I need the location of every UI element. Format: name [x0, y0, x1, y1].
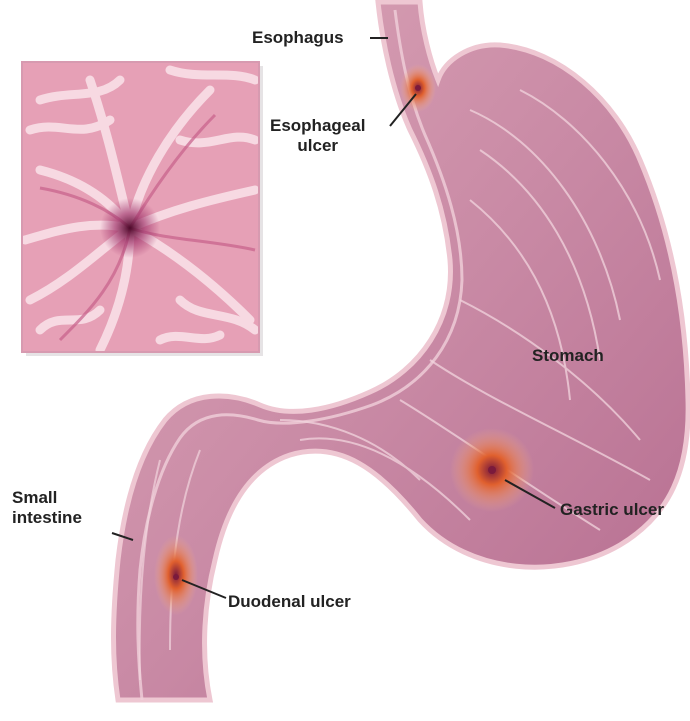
esophageal-ulcer-label-line1: Esophageal: [270, 116, 365, 136]
stomach-label: Stomach: [532, 346, 604, 366]
esophageal-ulcer-label: Esophageal ulcer: [270, 116, 365, 156]
duodenal-ulcer-label: Duodenal ulcer: [228, 592, 351, 612]
gastric-ulcer-label: Gastric ulcer: [560, 500, 664, 520]
gastric-ulcer-mark: [450, 428, 534, 512]
small-intestine-label-line2: intestine: [12, 508, 82, 528]
small-intestine-label-line1: Small: [12, 488, 82, 508]
small-intestine-label: Small intestine: [12, 488, 82, 528]
esophagus-label: Esophagus: [252, 28, 344, 48]
esophageal-ulcer-label-line2: ulcer: [270, 136, 365, 156]
ulcer-closeup-inset: [22, 62, 263, 356]
esophageal-ulcer-mark: [400, 64, 436, 112]
duodenal-ulcer-mark: [154, 535, 198, 615]
